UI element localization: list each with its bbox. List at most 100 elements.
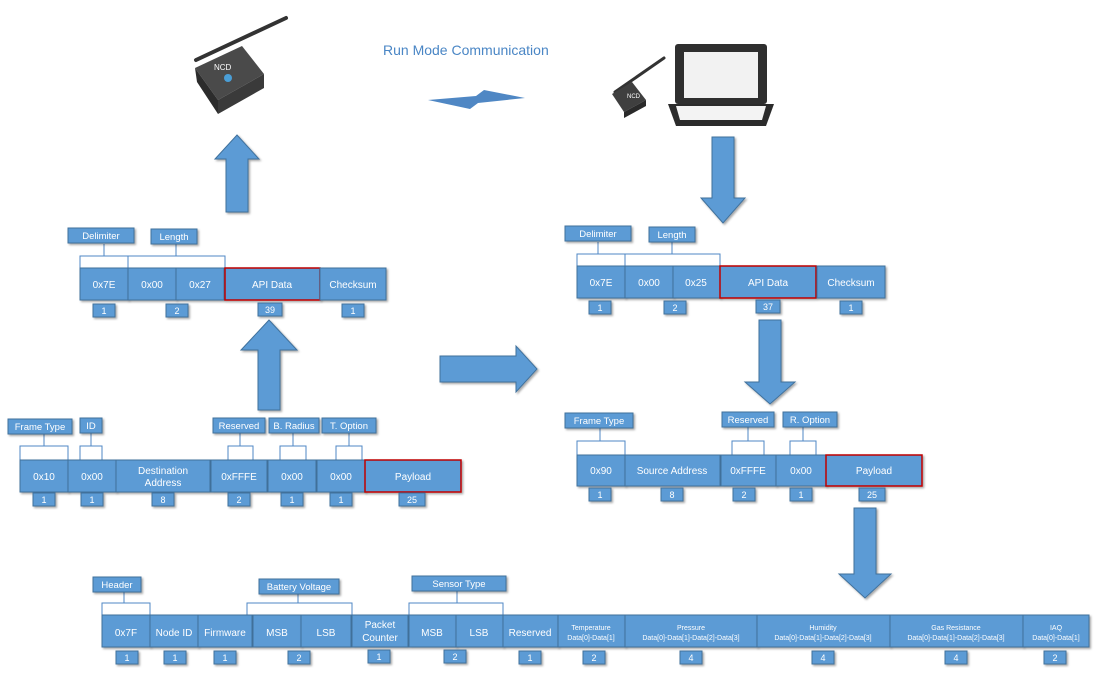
label-b-radius-tx: B. Radius <box>268 417 320 434</box>
size-badge: 1 <box>798 490 803 500</box>
payload-frame: 0x7F Node ID Firmware MSB LSB Packet Cou… <box>101 614 1090 665</box>
label-delimiter-left: Delimiter <box>67 227 135 244</box>
field-payload: Payload <box>856 466 892 477</box>
field-checksum: Checksum <box>329 280 376 291</box>
field-pressure-sub: Data[0]-Data[1]-Data[2]-Data[3] <box>642 635 739 642</box>
svg-text:Delimiter: Delimiter <box>82 231 119 242</box>
laptop-icon <box>668 44 774 126</box>
svg-text:Length: Length <box>159 232 188 243</box>
field-humidity: Humidity <box>809 625 837 632</box>
size-badge: 1 <box>597 303 602 313</box>
field-checksum: Checksum <box>827 278 874 289</box>
svg-text:Sensor Type: Sensor Type <box>432 579 485 590</box>
diagram-title: Run Mode Communication <box>383 42 549 58</box>
label-frame-type-rx: Frame Type <box>564 412 634 429</box>
label-reserved-tx: Reserved <box>212 417 266 434</box>
size-badge: 4 <box>953 653 958 663</box>
field-api-data: API Data <box>748 278 788 289</box>
field-0x00: 0x00 <box>141 280 163 291</box>
size-badge: 1 <box>527 653 532 663</box>
size-badge: 25 <box>407 495 417 505</box>
tx-frame: 0x10 0x00 Destination Address 0xFFFE 0x0… <box>19 459 462 507</box>
field-msb: MSB <box>421 628 443 639</box>
field-gas-resistance-sub: Data[0]-Data[1]-Data[2]-Data[3] <box>907 635 1004 642</box>
field-source-address: Source Address <box>637 466 708 477</box>
field-lsb: LSB <box>317 628 336 639</box>
field-firmware: Firmware <box>204 628 246 639</box>
size-badge: 1 <box>222 653 227 663</box>
sensor-device-icon: NCD <box>194 16 288 114</box>
field-0xfffe: 0xFFFE <box>730 466 766 477</box>
size-badge: 1 <box>848 303 853 313</box>
top-left-frame: 0x7E 0x00 0x27 API Data Checksum 1 2 39 … <box>79 267 387 318</box>
gateway-logo: NCD <box>627 94 641 100</box>
field-payload: Payload <box>395 472 431 483</box>
sensor-logo: NCD <box>214 63 232 72</box>
label-frame-type-tx: Frame Type <box>7 418 73 435</box>
svg-text:B. Radius: B. Radius <box>273 421 314 432</box>
svg-text:Frame Type: Frame Type <box>15 422 66 433</box>
field-0x00: 0x00 <box>638 278 660 289</box>
label-length-left: Length <box>150 228 198 245</box>
label-r-option-rx: R. Option <box>782 411 838 428</box>
arrow-down-from-laptop-icon <box>699 136 747 224</box>
label-delimiter-right: Delimiter <box>564 225 632 242</box>
size-badge: 8 <box>160 495 165 505</box>
field-0x00: 0x00 <box>81 472 103 483</box>
size-badge: 2 <box>672 303 677 313</box>
field-0xfffe: 0xFFFE <box>221 472 257 483</box>
field-msb: MSB <box>266 628 288 639</box>
size-badge: 1 <box>89 495 94 505</box>
field-destination-address-line2: Address <box>145 478 182 489</box>
arrow-right-icon <box>439 344 538 394</box>
svg-text:Header: Header <box>101 580 132 591</box>
field-0x27: 0x27 <box>189 280 211 291</box>
label-battery-voltage: Battery Voltage <box>258 578 340 595</box>
svg-text:Frame Type: Frame Type <box>574 416 625 427</box>
field-0x90: 0x90 <box>590 466 612 477</box>
size-badge: 37 <box>763 302 773 312</box>
arrow-down-to-rx-icon <box>743 319 797 405</box>
size-badge: 1 <box>376 652 381 662</box>
field-destination-address: Destination <box>138 466 188 477</box>
field-node-id: Node ID <box>156 628 193 639</box>
size-badge: 1 <box>350 306 355 316</box>
size-badge: 2 <box>591 653 596 663</box>
svg-text:Reserved: Reserved <box>219 421 260 432</box>
size-badge: 1 <box>101 306 106 316</box>
field-humidity-sub: Data[0]-Data[1]-Data[2]-Data[3] <box>774 635 871 642</box>
label-header: Header <box>92 576 142 593</box>
field-lsb: LSB <box>470 628 489 639</box>
size-badge: 1 <box>338 495 343 505</box>
svg-text:Length: Length <box>657 230 686 241</box>
field-api-data: API Data <box>252 280 292 291</box>
gateway-device-icon: NCD <box>612 56 666 118</box>
field-iaq: IAQ <box>1050 625 1063 632</box>
field-temperature: Temperature <box>571 625 610 632</box>
size-badge: 2 <box>236 495 241 505</box>
field-0x7e: 0x7E <box>93 280 116 291</box>
size-badge: 4 <box>688 653 693 663</box>
field-pressure: Pressure <box>677 625 705 632</box>
size-badge: 1 <box>289 495 294 505</box>
size-badge: 2 <box>174 306 179 316</box>
label-reserved-rx: Reserved <box>721 411 775 428</box>
brackets <box>19 242 817 615</box>
svg-text:T. Option: T. Option <box>330 421 368 432</box>
field-0x00: 0x00 <box>330 472 352 483</box>
svg-text:Battery Voltage: Battery Voltage <box>267 582 331 593</box>
svg-text:ID: ID <box>86 421 96 432</box>
label-id-tx: ID <box>79 417 103 434</box>
size-badge: 25 <box>867 490 877 500</box>
label-t-option-tx: T. Option <box>321 417 377 434</box>
field-gas-resistance: Gas Resistance <box>931 625 981 632</box>
label-length-right: Length <box>648 226 696 243</box>
size-badge: 2 <box>452 652 457 662</box>
top-right-frame: 0x7E 0x00 0x25 API Data Checksum 1 2 37 … <box>576 265 886 315</box>
size-badge: 1 <box>597 490 602 500</box>
size-badge: 8 <box>669 490 674 500</box>
field-0x10: 0x10 <box>33 472 55 483</box>
field-reserved: Reserved <box>509 628 552 639</box>
field-temperature-sub: Data[0]-Data[1] <box>567 635 615 642</box>
field-0x00: 0x00 <box>281 472 303 483</box>
